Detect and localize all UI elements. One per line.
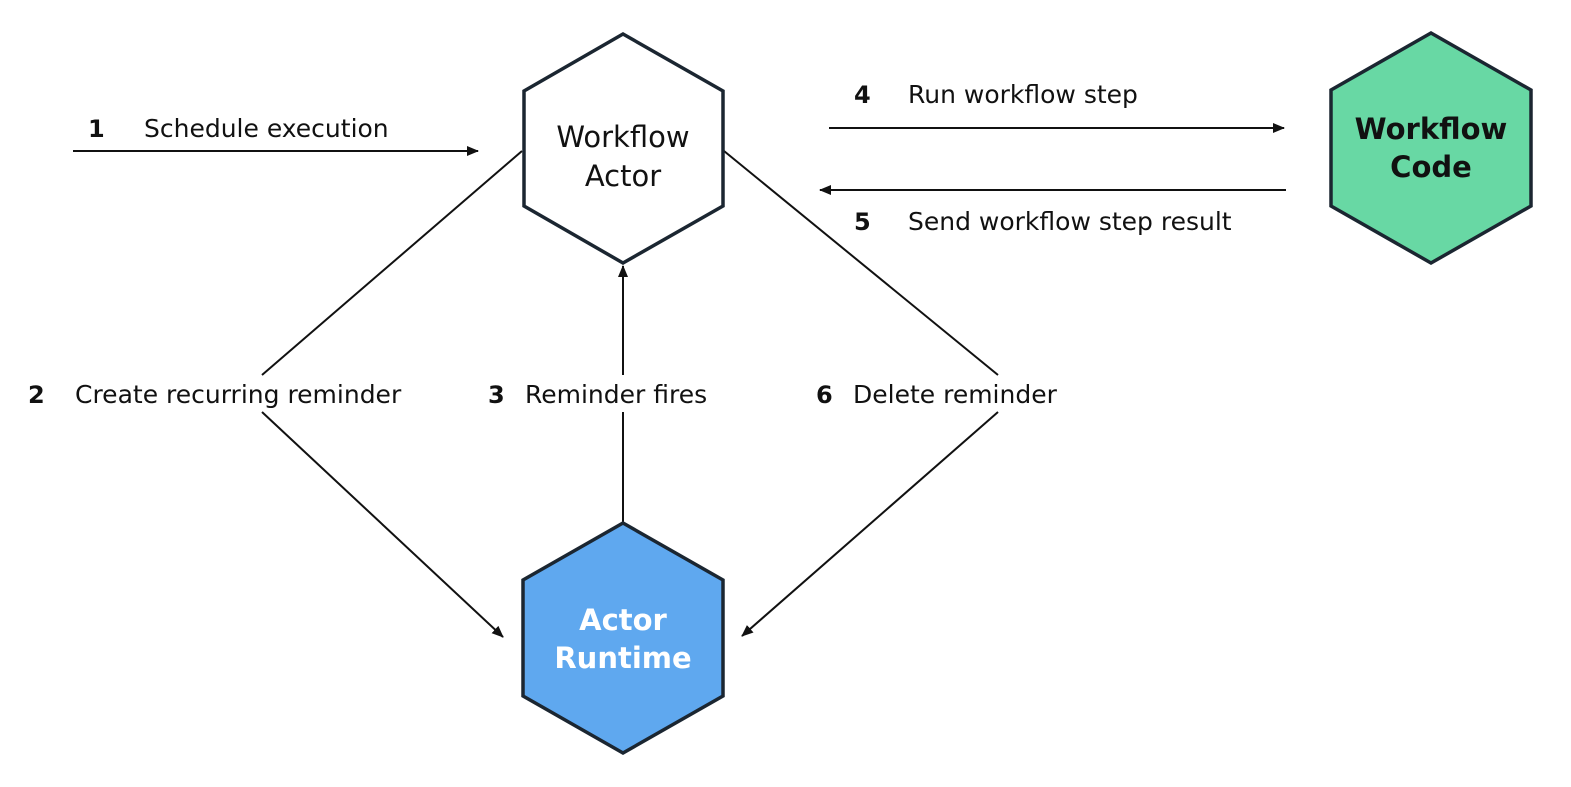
- step-4-number: 4: [854, 81, 871, 109]
- step-6-number: 6: [816, 381, 833, 409]
- step-2-label: 2 Create recurring reminder: [28, 380, 402, 409]
- workflow-code-label-line1: Workflow: [1355, 112, 1508, 146]
- node-workflow-actor: Workflow Actor: [522, 31, 725, 266]
- edge-create-reminder-lower: [261, 411, 504, 638]
- step-3-label: 3 Reminder fires: [488, 380, 707, 409]
- node-actor-runtime: Actor Runtime: [521, 520, 725, 756]
- step-2-text: Create recurring reminder: [75, 380, 402, 409]
- edge-delete-reminder-lower: [741, 411, 999, 637]
- node-workflow-code: Workflow Code: [1329, 30, 1533, 266]
- step-3-number: 3: [488, 381, 505, 409]
- step-4-label: 4 Run workflow step: [854, 80, 1138, 109]
- step-3-text: Reminder fires: [525, 380, 707, 409]
- actor-runtime-hexagon: [521, 520, 725, 756]
- workflow-code-hexagon: [1329, 30, 1533, 266]
- actor-runtime-label-line2: Runtime: [554, 641, 691, 675]
- step-5-label: 5 Send workflow step result: [854, 207, 1232, 236]
- actor-runtime-label-line1: Actor: [579, 603, 667, 637]
- edge-delete-reminder-upper: [723, 150, 999, 376]
- step-5-text: Send workflow step result: [908, 207, 1232, 236]
- step-5-number: 5: [854, 208, 871, 236]
- step-1-number: 1: [88, 115, 105, 143]
- edge-create-reminder-upper: [261, 150, 523, 376]
- workflow-actor-label-line1: Workflow: [556, 120, 689, 154]
- step-1-text: Schedule execution: [144, 114, 389, 143]
- workflow-actor-label-line2: Actor: [585, 159, 661, 193]
- step-6-label: 6 Delete reminder: [816, 380, 1058, 409]
- step-4-text: Run workflow step: [908, 80, 1138, 109]
- step-2-number: 2: [28, 381, 45, 409]
- workflow-code-label-line2: Code: [1390, 150, 1472, 184]
- step-6-text: Delete reminder: [853, 380, 1058, 409]
- step-1-label: 1 Schedule execution: [88, 114, 389, 143]
- workflow-actor-hexagon: [522, 31, 725, 266]
